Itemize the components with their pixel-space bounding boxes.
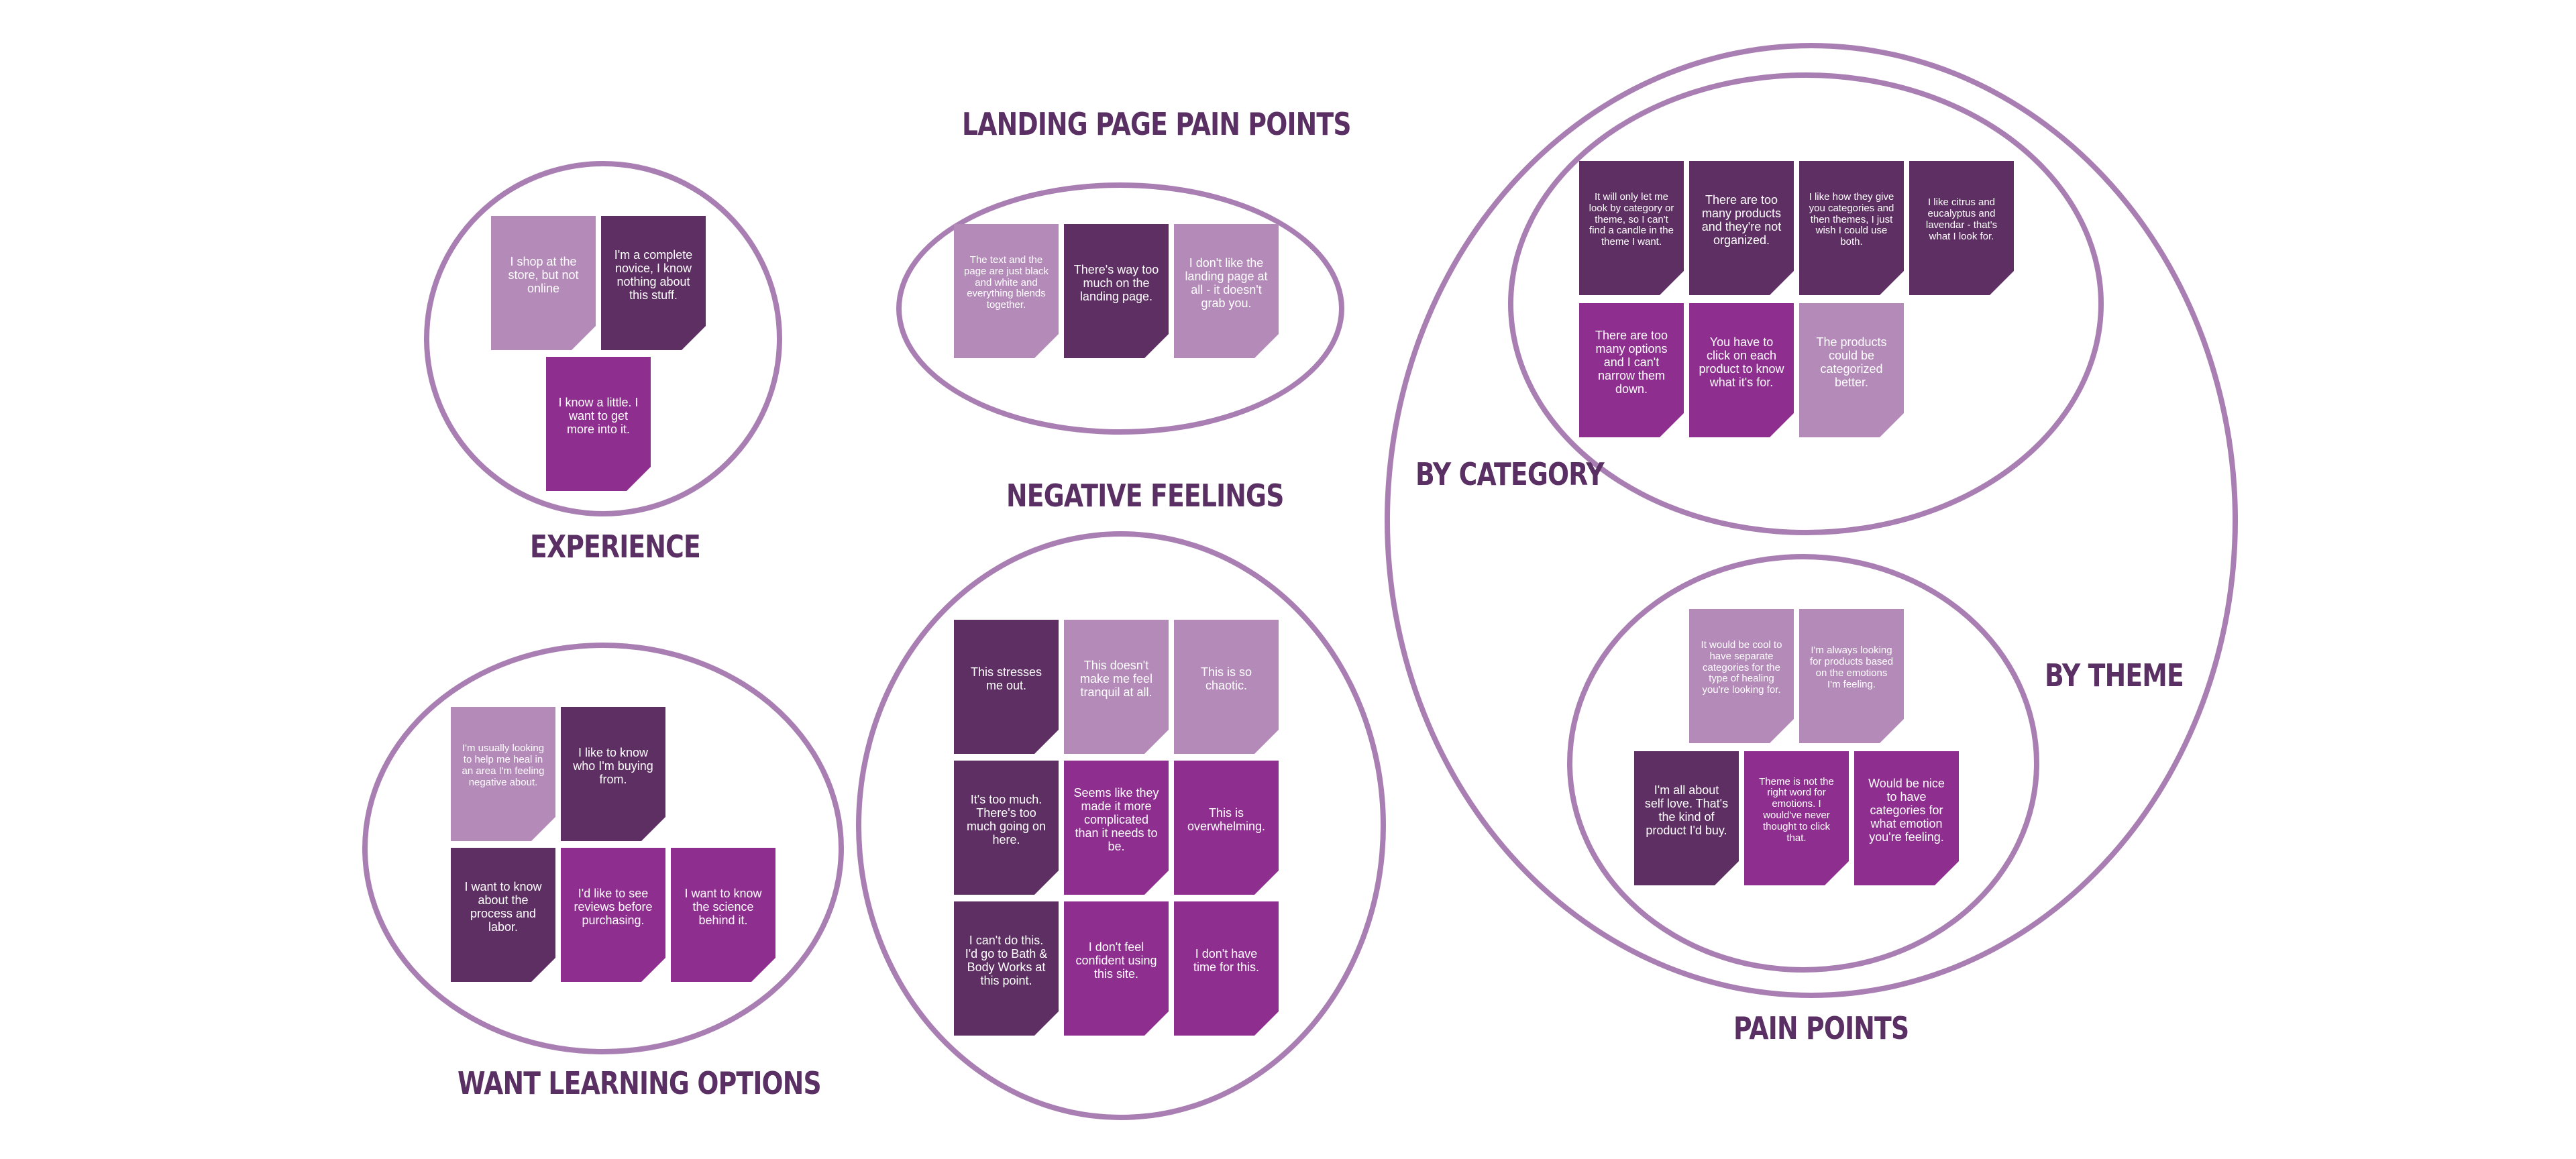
pain-points-ring — [1385, 43, 2238, 998]
sticky-note: I like citrus and eucalyptus and lavenda… — [1909, 161, 2014, 295]
sticky-note: Theme is not the right word for emotions… — [1744, 751, 1849, 885]
pain-points-title: PAIN POINTS — [1733, 1010, 1909, 1046]
landing-title: LANDING PAGE PAIN POINTS — [962, 106, 1352, 142]
sticky-note: I'm a complete novice, I know nothing ab… — [601, 216, 706, 350]
sticky-note: This doesn't make me feel tranquil at al… — [1064, 620, 1169, 754]
sticky-note: This is so chaotic. — [1174, 620, 1279, 754]
sticky-note: I know a little. I want to get more into… — [546, 357, 651, 491]
sticky-note: There are too many products and they're … — [1689, 161, 1794, 295]
landing-ring — [896, 182, 1344, 435]
sticky-note: You have to click on each product to kno… — [1689, 303, 1794, 437]
sticky-note: This is overwhelming. — [1174, 761, 1279, 895]
sticky-note: Would be nice to have categories for wha… — [1854, 751, 1959, 885]
sticky-note: I'm usually looking to help me heal in a… — [451, 707, 555, 841]
sticky-note: I don't have time for this. — [1174, 901, 1279, 1036]
by-theme-title: BY THEME — [2045, 657, 2184, 694]
experience-ring — [424, 161, 782, 516]
sticky-note: There are too many options and I can't n… — [1579, 303, 1684, 437]
negative-ring — [856, 531, 1386, 1120]
sticky-note: It would be cool to have separate catego… — [1689, 609, 1794, 743]
sticky-note: I don't like the landing page at all - i… — [1174, 224, 1279, 358]
sticky-note: I want to know the science behind it. — [671, 848, 775, 982]
sticky-note: The products could be categorized better… — [1799, 303, 1904, 437]
by-theme-ring — [1567, 554, 2039, 973]
experience-title: EXPERIENCE — [530, 529, 701, 565]
sticky-note: I like to know who I'm buying from. — [561, 707, 665, 841]
sticky-note: I'm all about self love. That's the kind… — [1634, 751, 1739, 885]
sticky-note: The text and the page are just black and… — [954, 224, 1059, 358]
sticky-note: There's way too much on the landing page… — [1064, 224, 1169, 358]
sticky-note: I like how they give you categories and … — [1799, 161, 1904, 295]
learning-title: WANT LEARNING OPTIONS — [458, 1065, 822, 1101]
sticky-note: I don't feel confident using this site. — [1064, 901, 1169, 1036]
learning-ring — [362, 643, 844, 1054]
negative-title: NEGATIVE FEELINGS — [1006, 478, 1284, 514]
sticky-note: I shop at the store, but not online — [491, 216, 596, 350]
sticky-note: I'd like to see reviews before purchasin… — [561, 848, 665, 982]
sticky-note: I want to know about the process and lab… — [451, 848, 555, 982]
sticky-note: It's too much. There's too much going on… — [954, 761, 1059, 895]
by-category-ring — [1508, 72, 2104, 535]
sticky-note: Seems like they made it more complicated… — [1064, 761, 1169, 895]
sticky-note: This stresses me out. — [954, 620, 1059, 754]
sticky-note: I'm always looking for products based on… — [1799, 609, 1904, 743]
sticky-note: It will only let me look by category or … — [1579, 161, 1684, 295]
sticky-note: I can't do this. I'd go to Bath & Body W… — [954, 901, 1059, 1036]
by-category-title: BY CATEGORY — [1415, 456, 1605, 492]
